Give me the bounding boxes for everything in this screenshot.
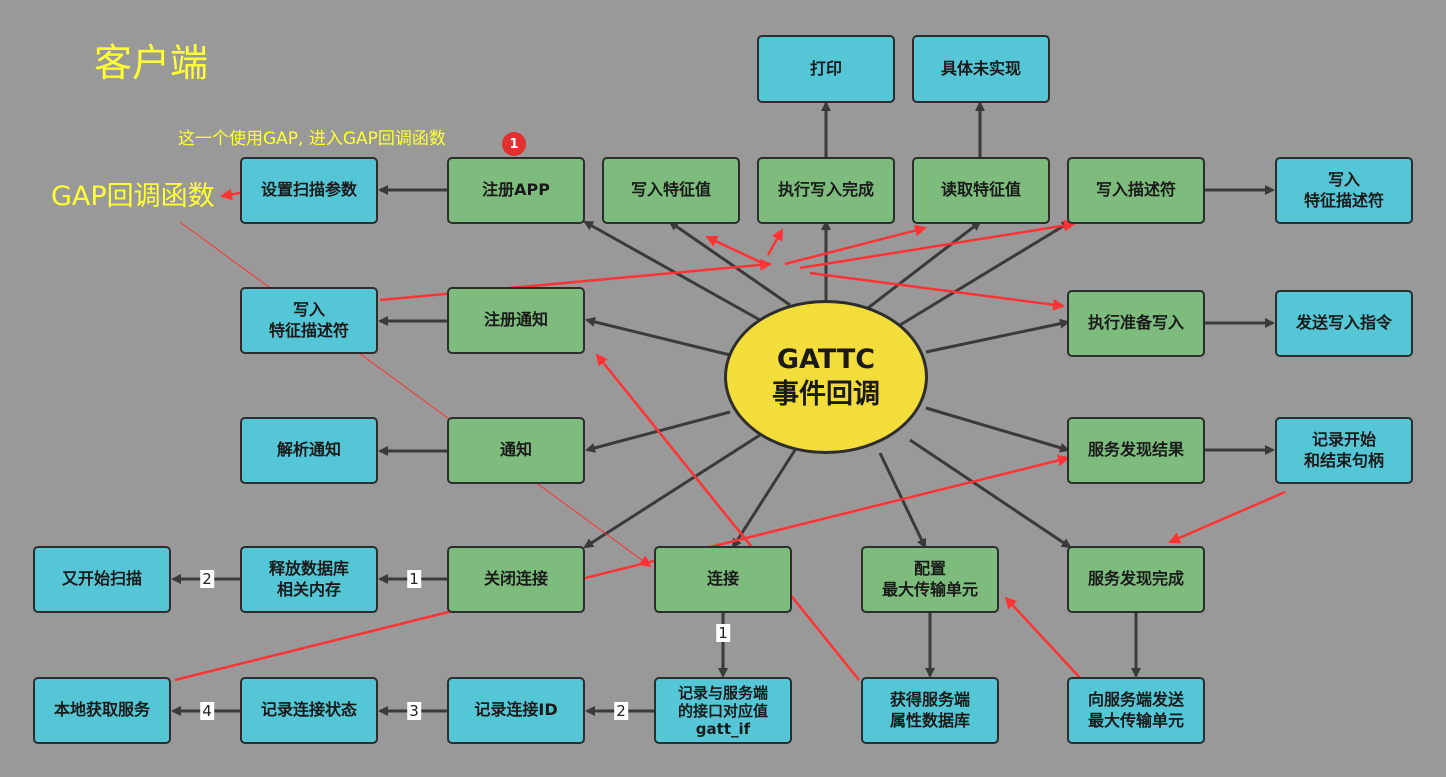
box-exec-prep-write: 执行准备写入 [1067,290,1205,357]
edge-center-execprep [925,318,1070,354]
edge-center-regnotify [585,317,731,357]
step-label: 1 [407,570,421,588]
box-read-char: 读取特征值 [912,157,1050,224]
box-write-desc-out: 写入 特征描述符 [1275,157,1413,224]
box-register-notify: 注册通知 [447,287,585,354]
box-record-state: 记录连接状态 [240,677,378,744]
edge-center-regapp [583,220,761,322]
box-send-write-cmd: 发送写入指令 [1275,290,1413,357]
edge-center-readchar [867,220,982,310]
box-set-scan-params: 设置扫描参数 [240,157,378,224]
edge-center-srvdone [909,438,1072,549]
edge-center-connect [731,449,797,549]
step-badge: 1 [502,132,526,156]
edge-center-srvresult [925,406,1070,453]
gap-callback-label: GAP回调函数 [51,181,215,212]
box-write-desc-left: 写入 特征描述符 [240,287,378,354]
box-write-char: 写入特征值 [602,157,740,224]
step-label: 2 [614,702,628,720]
box-service-done: 服务发现完成 [1067,546,1205,613]
box-exec-write-done: 执行写入完成 [757,157,895,224]
center-gattc-callback: GATTC 事件回调 [724,300,928,454]
edge-center-writechar [668,220,791,307]
box-config-mtu: 配置 最大传输单元 [861,546,999,613]
step-label: 1 [716,624,730,642]
box-local-service: 本地获取服务 [33,677,171,744]
box-record-gatt-if: 记录与服务端 的接口对应值 gatt_if [654,677,792,744]
box-connect: 连接 [654,546,792,613]
box-get-db: 获得服务端 属性数据库 [861,677,999,744]
box-close-conn: 关闭连接 [447,546,585,613]
edge-center-close [583,433,761,549]
step-label: 3 [407,702,421,720]
page-title: 客户端 [94,41,209,85]
gap-note: 这一个使用GAP, 进入GAP回调函数 [178,129,446,149]
box-parse-notify: 解析通知 [240,417,378,484]
edge-center-writedesc [899,220,1072,327]
box-rescan: 又开始扫描 [33,546,171,613]
step-label: 4 [200,702,214,720]
step-label: 2 [200,570,214,588]
box-print: 打印 [757,35,895,103]
box-write-desc: 写入描述符 [1067,157,1205,224]
box-record-handles: 记录开始 和结束句柄 [1275,417,1413,484]
box-send-mtu: 向服务端发送 最大传输单元 [1067,677,1205,744]
box-register-app: 注册APP [447,157,585,224]
box-record-id: 记录连接ID [447,677,585,744]
box-service-result: 服务发现结果 [1067,417,1205,484]
box-notify: 通知 [447,417,585,484]
box-not-implemented: 具体未实现 [912,35,1050,103]
box-release-db: 释放数据库 相关内存 [240,546,378,613]
